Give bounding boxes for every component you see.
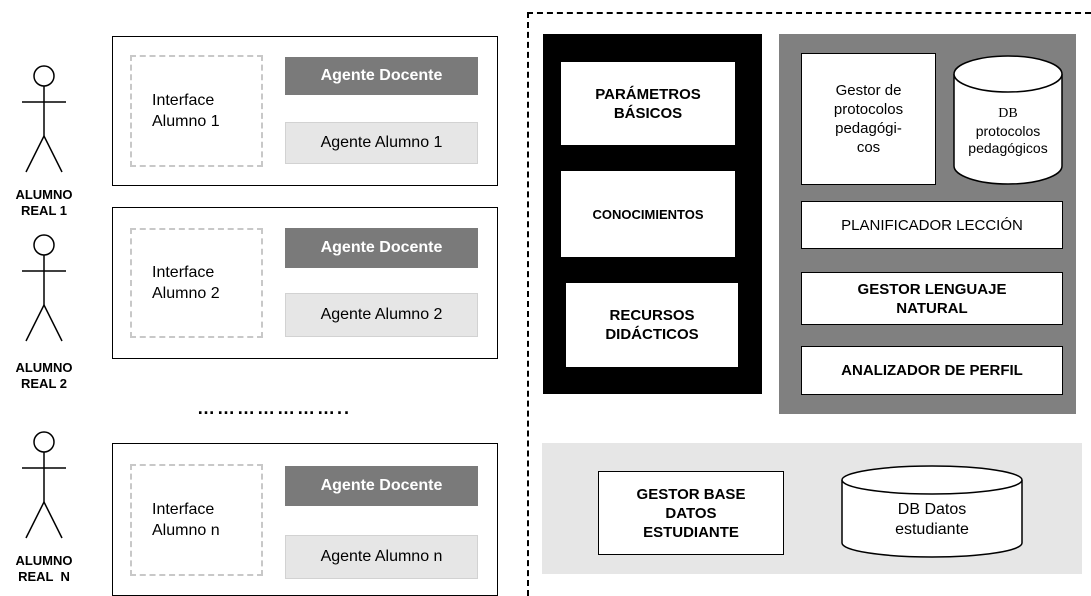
knowledge-base-panel: PARÁMETROS BÁSICOS CONOCIMIENTOS RECURSO… [543,34,762,394]
student-actor-1-label: ALUMNO REAL 1 [15,187,73,218]
student-actor-2-icon [22,234,66,342]
protocol-db-body: protocolos pedagógicos [968,123,1048,156]
natural-language-manager-box: GESTOR LENGUAJE NATURAL [801,272,1063,325]
student-actor-1-icon [22,65,66,173]
protocol-db-title: DB [998,106,1018,121]
system-boundary-divider [527,12,529,596]
student-environment-2: Interface Alumno 2 Agente Docente Agente… [112,207,498,359]
system-boundary-top [527,12,1091,14]
student-actor-2-label: ALUMNO REAL 2 [15,360,73,391]
student-database-icon [841,465,1023,558]
student-environment-n: Interface Alumno n Agente Docente Agente… [112,443,498,596]
ellipsis-more-students: ………………….. [197,398,352,418]
student-agent-n: Agente Alumno n [285,535,478,579]
profile-analyzer-box: ANALIZADOR DE PERFIL [801,346,1063,395]
student-interface-1: Interface Alumno 1 [130,55,263,167]
didactic-resources-box: RECURSOS DIDÁCTICOS [565,282,739,368]
knowledge-box: CONOCIMIENTOS [560,170,736,258]
teacher-agent-2: Agente Docente [285,228,478,268]
student-database-manager-box: GESTOR BASE DATOS ESTUDIANTE [598,471,784,555]
basic-parameters-box: PARÁMETROS BÁSICOS [560,61,736,146]
teacher-agent-1: Agente Docente [285,57,478,95]
lesson-planner-box: PLANIFICADOR LECCIÓN [801,201,1063,249]
teacher-agent-n: Agente Docente [285,466,478,506]
student-agent-2: Agente Alumno 2 [285,293,478,337]
tutor-panel: Gestor de protocolos pedagógi- cos DB pr… [779,34,1076,414]
student-database-panel: GESTOR BASE DATOS ESTUDIANTE DB Datos es… [542,443,1082,574]
student-actor-n-icon [22,431,66,539]
student-agent-1: Agente Alumno 1 [285,122,478,164]
student-interface-n: Interface Alumno n [130,464,263,576]
pedagogical-protocol-manager: Gestor de protocolos pedagógi- cos [801,53,936,185]
student-database-label: DB Datos estudiante [895,501,969,538]
student-actor-n-label: ALUMNO REAL N [15,553,73,584]
student-interface-2: Interface Alumno 2 [130,228,263,338]
student-environment-1: Interface Alumno 1 Agente Docente Agente… [112,36,498,186]
pedagogical-protocols-database-icon [953,55,1063,185]
